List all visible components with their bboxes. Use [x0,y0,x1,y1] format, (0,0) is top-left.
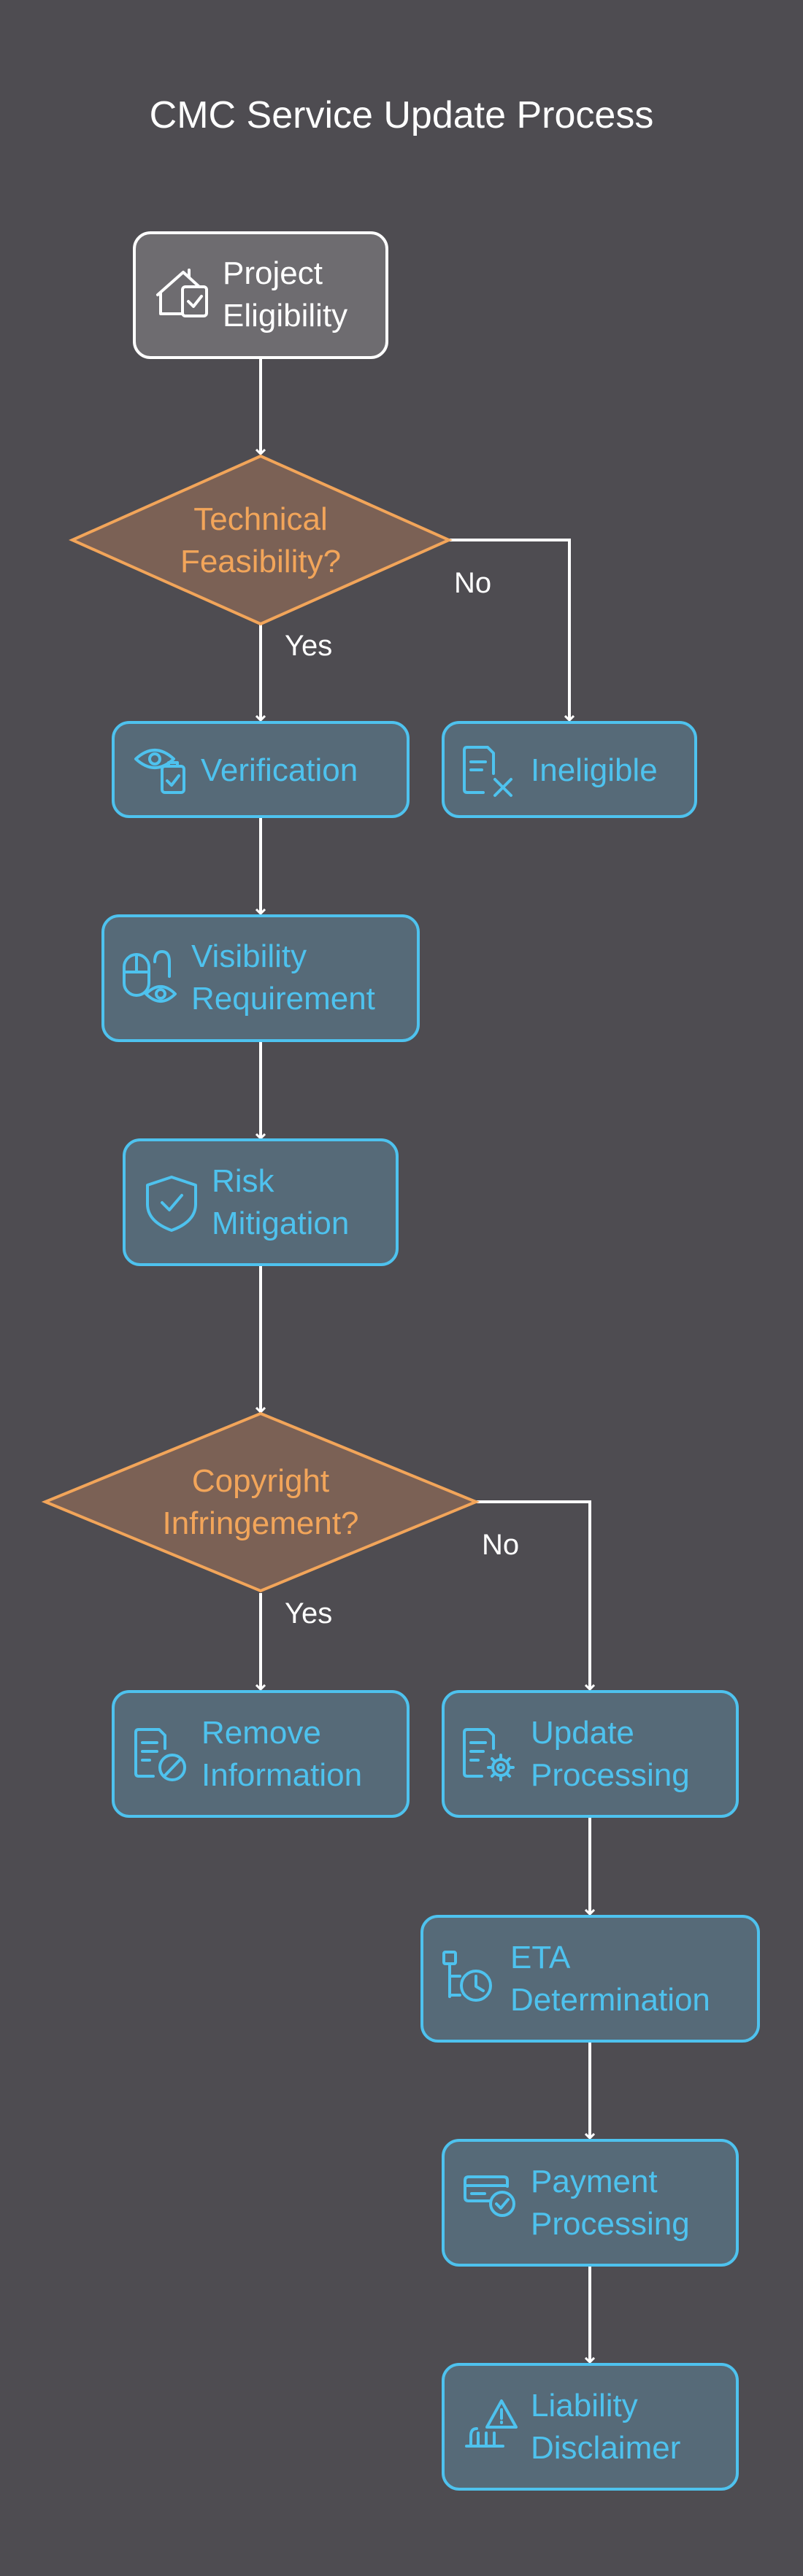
diagram-title: CMC Service Update Process [150,94,654,136]
node-label-line1: Update [531,1715,634,1751]
node-label-line1: Remove [201,1715,321,1751]
node-label-line2: Mitigation [212,1206,349,1241]
node-project-eligibility: Project Eligibility [133,231,388,359]
node-label-line1: Payment [531,2164,658,2199]
node-label-line1: Liability [531,2388,638,2423]
node-payment-processing: Payment Processing [442,2139,739,2267]
node-label-line2: Information [201,1757,362,1793]
node-remove-information: Remove Information [112,1690,410,1818]
document-x-icon [463,746,512,797]
node-label-line2: Requirement [191,981,375,1017]
node-label-line1: ETA [510,1940,571,1975]
node-label-line1: Risk [212,1163,275,1199]
shield-check-icon [146,1176,197,1232]
node-label-line2: Determination [510,1982,710,2018]
node-verification: Verification [112,721,410,818]
decision-label-line2: Infringement? [162,1505,358,1541]
timeline-clock-icon [442,1951,492,2002]
document-prohibited-icon [134,1728,186,1781]
node-eta-determination: ETA Determination [420,1915,760,2043]
edge-feasibility-to-ineligible [449,539,569,720]
edge-copyright-to-update [476,1500,590,1689]
decision-label-line1: Technical [193,501,327,537]
decision-label-line2: Feasibility? [180,544,341,579]
mouse-eye-icon [123,950,177,1003]
warning-scale-icon [465,2399,518,2448]
node-ineligible: Ineligible [442,721,697,818]
document-gear-icon [463,1728,515,1781]
node-visibility-requirement: Visibility Requirement [101,914,420,1042]
edge-label-feasibility-no: No [454,567,491,599]
node-update-processing: Update Processing [442,1690,739,1818]
node-label-line2: Processing [531,1757,690,1793]
node-label: Ineligible [531,752,658,788]
eye-clipboard-icon [134,749,185,794]
decision-technical-feasibility: Technical Feasibility? [69,454,453,626]
node-label-line1: Visibility [191,938,307,974]
decision-label-line1: Copyright [192,1463,329,1499]
card-check-icon [464,2175,515,2217]
node-label-line2: Eligibility [223,298,347,333]
decision-copyright-infringement: Copyright Infringement? [41,1411,480,1593]
node-liability-disclaimer: Liability Disclaimer [442,2363,739,2491]
node-risk-mitigation: Risk Mitigation [123,1138,399,1266]
edge-label-feasibility-yes: Yes [285,630,332,662]
edge-label-copyright-yes: Yes [285,1597,332,1630]
house-check-icon [156,269,208,317]
node-label-line2: Disclaimer [531,2430,680,2466]
node-label-line1: Project [223,255,323,291]
node-label-line2: Processing [531,2206,690,2242]
edges [261,358,590,2362]
node-label: Verification [201,752,358,788]
edge-label-copyright-no: No [482,1529,519,1561]
